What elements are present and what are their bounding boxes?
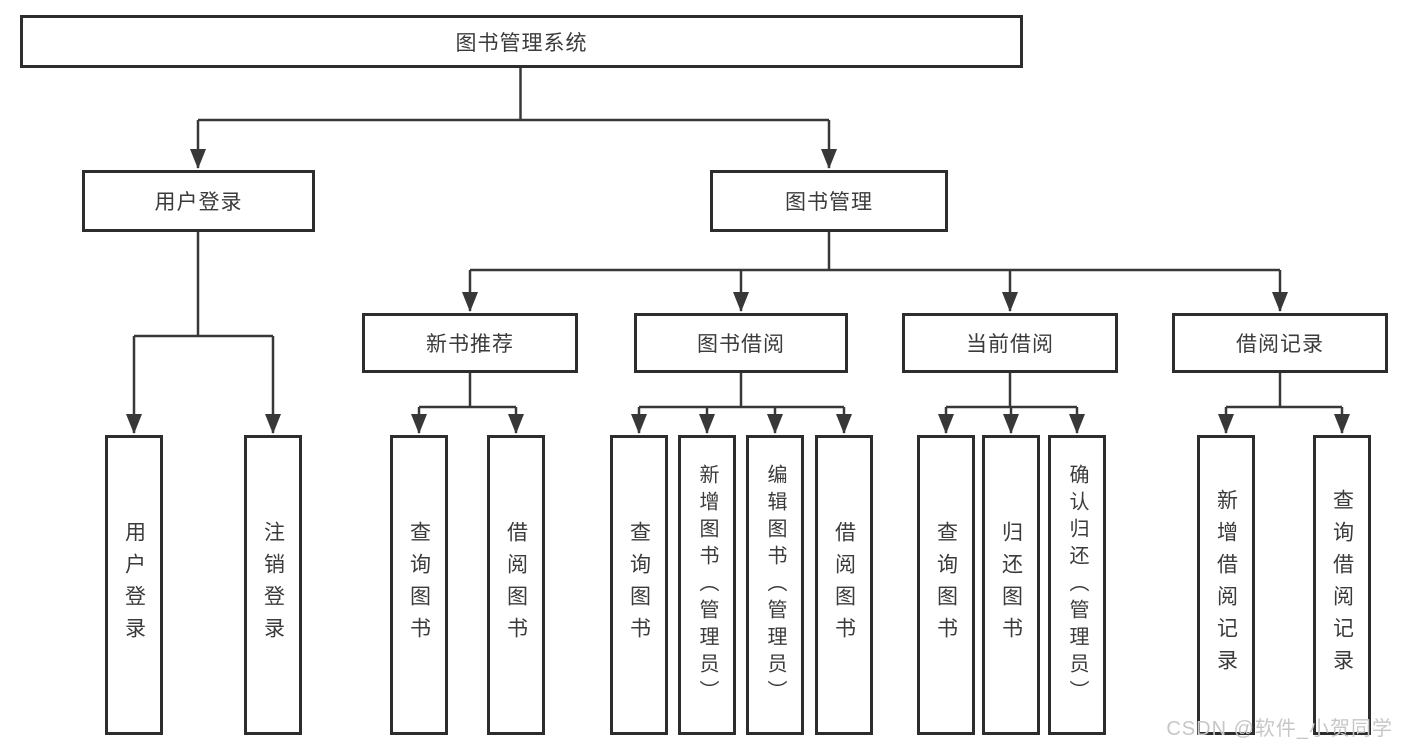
leaf-user-login-label: 用户登录 bbox=[122, 521, 146, 649]
node-root-system-label: 图书管理系统 bbox=[455, 31, 588, 55]
node-new-book-recommend: 新书推荐 bbox=[362, 313, 578, 373]
leaf-return-books: 归还图书 bbox=[982, 435, 1040, 735]
node-book-borrow: 图书借阅 bbox=[634, 313, 848, 373]
leaf-add-book-admin: 新增图书（管理员） bbox=[678, 435, 736, 735]
leaf-query-books-recommend-label: 查询图书 bbox=[407, 521, 431, 649]
leaf-add-borrow-record: 新增借阅记录 bbox=[1197, 435, 1255, 735]
leaf-add-book-admin-label: 新增图书（管理员） bbox=[696, 463, 718, 707]
node-borrow-records: 借阅记录 bbox=[1172, 313, 1388, 373]
leaf-user-login: 用户登录 bbox=[105, 435, 163, 735]
leaf-logout: 注销登录 bbox=[244, 435, 302, 735]
leaf-query-books-borrow-label: 查询图书 bbox=[627, 521, 651, 649]
connector-borrow-records-to-leaves bbox=[1218, 373, 1350, 434]
leaf-query-borrow-record: 查询借阅记录 bbox=[1313, 435, 1371, 735]
connector-user-login-to-leaves bbox=[126, 232, 281, 434]
leaf-query-borrow-record-label: 查询借阅记录 bbox=[1330, 489, 1354, 681]
connector-root-to-level2 bbox=[190, 68, 837, 169]
node-borrow-records-label: 借阅记录 bbox=[1236, 333, 1324, 356]
node-book-borrow-label: 图书借阅 bbox=[697, 333, 785, 356]
node-root-system: 图书管理系统 bbox=[20, 15, 1023, 68]
leaf-confirm-return-admin-label: 确认归还（管理员） bbox=[1066, 463, 1088, 707]
node-book-management-label: 图书管理 bbox=[785, 191, 873, 214]
connector-new-book-recommend-to-leaves bbox=[411, 373, 524, 434]
connector-book-management-to-level3 bbox=[462, 232, 1288, 312]
leaf-edit-book-admin: 编辑图书（管理员） bbox=[746, 435, 804, 735]
leaf-query-books-current: 查询图书 bbox=[917, 435, 975, 735]
leaf-add-borrow-record-label: 新增借阅记录 bbox=[1214, 489, 1238, 681]
node-new-book-recommend-label: 新书推荐 bbox=[426, 333, 514, 356]
connector-book-borrow-to-leaves bbox=[631, 373, 852, 434]
node-book-management: 图书管理 bbox=[710, 170, 948, 232]
node-user-login: 用户登录 bbox=[82, 170, 315, 232]
connector-current-borrow-to-leaves bbox=[938, 373, 1085, 434]
leaf-logout-label: 注销登录 bbox=[261, 521, 285, 649]
leaf-borrow-books-recommend-label: 借阅图书 bbox=[504, 521, 528, 649]
leaf-query-books-borrow: 查询图书 bbox=[610, 435, 668, 735]
leaf-borrow-books-label: 借阅图书 bbox=[832, 521, 856, 649]
leaf-query-books-current-label: 查询图书 bbox=[934, 521, 958, 649]
leaf-query-books-recommend: 查询图书 bbox=[390, 435, 448, 735]
csdn-watermark: CSDN @软件_小贺同学 bbox=[1166, 718, 1393, 740]
leaf-borrow-books: 借阅图书 bbox=[815, 435, 873, 735]
leaf-edit-book-admin-label: 编辑图书（管理员） bbox=[764, 463, 786, 707]
node-user-login-label: 用户登录 bbox=[154, 191, 243, 214]
leaf-return-books-label: 归还图书 bbox=[999, 521, 1023, 649]
leaf-confirm-return-admin: 确认归还（管理员） bbox=[1048, 435, 1106, 735]
leaf-borrow-books-recommend: 借阅图书 bbox=[487, 435, 545, 735]
node-current-borrow-label: 当前借阅 bbox=[966, 333, 1054, 356]
node-current-borrow: 当前借阅 bbox=[902, 313, 1118, 373]
